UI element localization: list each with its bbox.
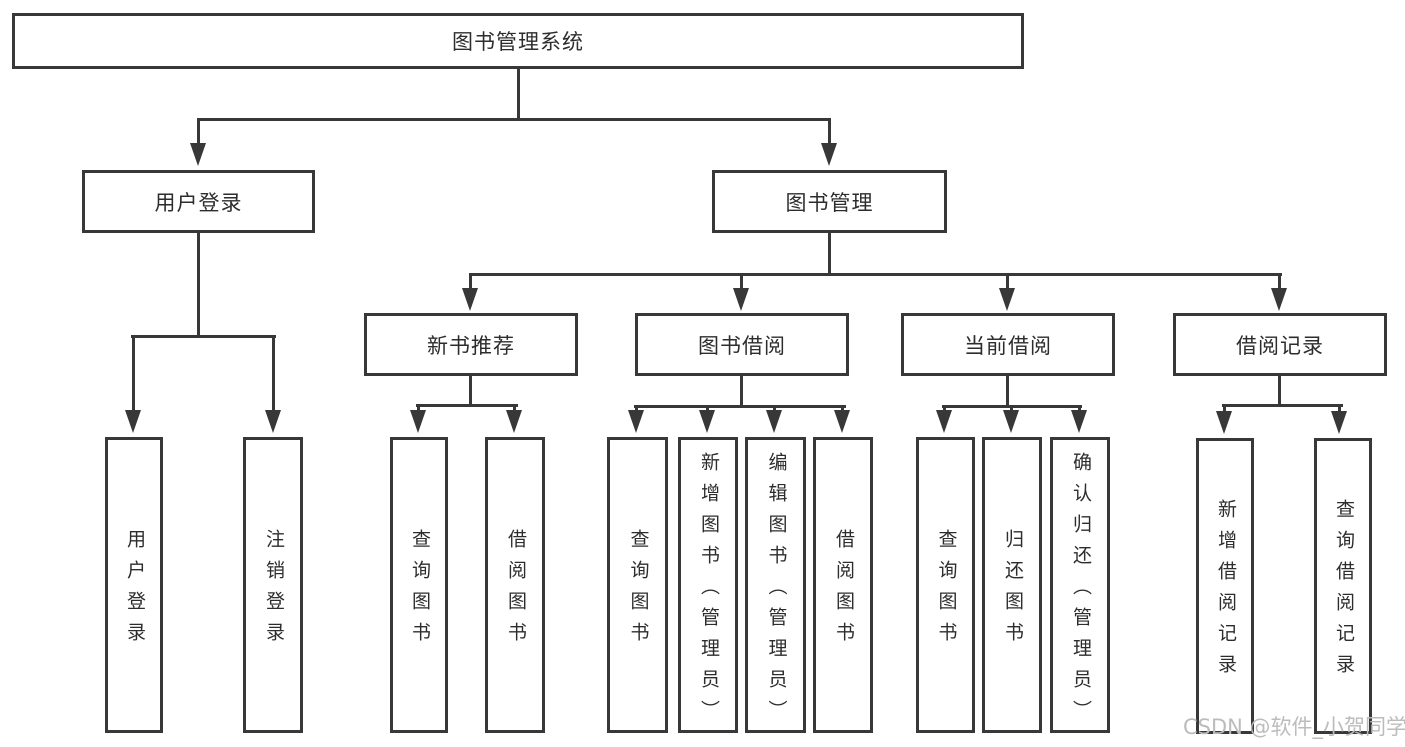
node-book-management-label: 图书管理 [785, 190, 874, 215]
connector-to-borrowing-records [1278, 273, 1281, 293]
leaf-bb-edit-books-admin-label: 编辑图书（管理员） [765, 451, 788, 731]
leaf-bb-borrow-books: 借阅图书 [813, 437, 873, 733]
leaf-logout-login: 注销登录 [243, 437, 303, 733]
leaf-bb-query-books: 查询图书 [607, 437, 668, 733]
leaf-br-add-record-label: 新增借阅记录 [1214, 499, 1237, 685]
node-new-book-recommend: 新书推荐 [364, 313, 578, 376]
leaf-br-add-record: 新增借阅记录 [1196, 438, 1254, 734]
connector-to-book-management [828, 118, 831, 148]
connector-to-bb-add [706, 405, 709, 413]
connector-root-hbar [197, 118, 831, 121]
node-root: 图书管理系统 [12, 13, 1024, 69]
arrowhead-down-icon [1003, 410, 1019, 433]
leaf-nb-query-books: 查询图书 [390, 437, 448, 733]
leaf-bb-borrow-books-label: 借阅图书 [832, 529, 855, 653]
connector-to-nb-borrow [513, 404, 516, 413]
leaf-user-login: 用户登录 [105, 437, 163, 733]
node-new-book-recommend-label: 新书推荐 [427, 333, 515, 358]
leaf-cb-return-books-label: 归还图书 [1001, 529, 1024, 653]
connector-to-leaf-logout [272, 335, 275, 413]
arrowhead-down-icon [1331, 411, 1347, 434]
leaf-bb-add-books-admin: 新增图书（管理员） [678, 437, 738, 733]
connector-to-current-borrowing [1006, 273, 1009, 293]
leaf-br-query-record: 查询借阅记录 [1314, 438, 1372, 734]
leaf-user-login-label: 用户登录 [123, 529, 146, 653]
leaf-cb-return-books: 归还图书 [982, 437, 1042, 733]
connector-user-login-hbar [131, 335, 276, 338]
arrowhead-down-icon [628, 410, 644, 433]
arrowhead-down-icon [733, 288, 749, 311]
connector-user-login-stem [197, 233, 200, 335]
leaf-logout-login-label: 注销登录 [262, 529, 285, 653]
connector-to-nb-query [417, 404, 420, 413]
connector-to-bb-query [635, 405, 638, 413]
node-current-borrowing: 当前借阅 [901, 313, 1115, 376]
connector-nb-stem [469, 376, 472, 406]
arrowhead-down-icon [190, 143, 206, 166]
connector-bb-stem [740, 376, 743, 407]
csdn-watermark: CSDN @软件_小贺同学 [1183, 715, 1405, 739]
node-book-borrowing: 图书借阅 [635, 313, 849, 376]
node-root-label: 图书管理系统 [452, 30, 584, 54]
arrowhead-down-icon [410, 410, 426, 433]
connector-br-hbar [1222, 404, 1343, 407]
connector-to-cb-confirm [1078, 405, 1081, 413]
connector-to-new-book-recommend [469, 273, 472, 293]
arrowhead-down-icon [1216, 411, 1232, 434]
connector-br-stem [1278, 376, 1281, 406]
node-borrowing-records: 借阅记录 [1173, 313, 1387, 376]
arrowhead-down-icon [1071, 410, 1087, 433]
node-user-login: 用户登录 [82, 170, 315, 233]
leaf-cb-query-books-label: 查询图书 [935, 529, 958, 653]
node-current-borrowing-label: 当前借阅 [964, 333, 1052, 358]
connector-to-br-add [1223, 404, 1226, 414]
connector-to-cb-query [943, 405, 946, 413]
node-book-management: 图书管理 [712, 170, 947, 233]
arrowhead-down-icon [265, 410, 281, 433]
arrowhead-down-icon [766, 410, 782, 433]
connector-to-cb-return [1010, 405, 1013, 413]
node-borrowing-records-label: 借阅记录 [1236, 333, 1324, 358]
leaf-bb-query-books-label: 查询图书 [627, 529, 650, 653]
arrowhead-down-icon [936, 410, 952, 433]
leaf-br-query-record-label: 查询借阅记录 [1332, 499, 1355, 685]
connector-root-stem [517, 68, 520, 120]
connector-to-book-borrowing [740, 273, 743, 293]
connector-bb-hbar [634, 405, 846, 408]
node-book-borrowing-label: 图书借阅 [698, 333, 786, 358]
connector-book-management-stem [828, 233, 831, 276]
leaf-bb-add-books-admin-label: 新增图书（管理员） [697, 451, 720, 731]
leaf-cb-query-books: 查询图书 [916, 437, 975, 733]
connector-to-bb-borrow [841, 405, 844, 413]
arrowhead-down-icon [999, 288, 1015, 311]
connector-to-user-login [197, 118, 200, 148]
arrowhead-down-icon [834, 410, 850, 433]
connector-to-leaf-user-login [132, 335, 135, 413]
connector-nb-hbar [416, 404, 518, 407]
leaf-bb-edit-books-admin: 编辑图书（管理员） [745, 437, 806, 733]
connector-to-br-query [1338, 404, 1341, 414]
leaf-nb-borrow-books-label: 借阅图书 [504, 529, 527, 653]
leaf-nb-query-books-label: 查询图书 [408, 529, 431, 653]
leaf-cb-confirm-return-admin: 确认归还（管理员） [1050, 437, 1110, 733]
connector-to-bb-edit [773, 405, 776, 413]
leaf-cb-confirm-return-admin-label: 确认归还（管理员） [1069, 451, 1092, 731]
node-user-login-label: 用户登录 [154, 190, 243, 215]
arrowhead-down-icon [1271, 288, 1287, 311]
connector-book-management-hbar [469, 273, 1282, 276]
arrowhead-down-icon [699, 410, 715, 433]
connector-cb-stem [1006, 376, 1009, 407]
arrowhead-down-icon [462, 288, 478, 311]
arrowhead-down-icon [125, 410, 141, 433]
leaf-nb-borrow-books: 借阅图书 [485, 437, 545, 733]
arrowhead-down-icon [821, 143, 837, 166]
arrowhead-down-icon [506, 410, 522, 433]
